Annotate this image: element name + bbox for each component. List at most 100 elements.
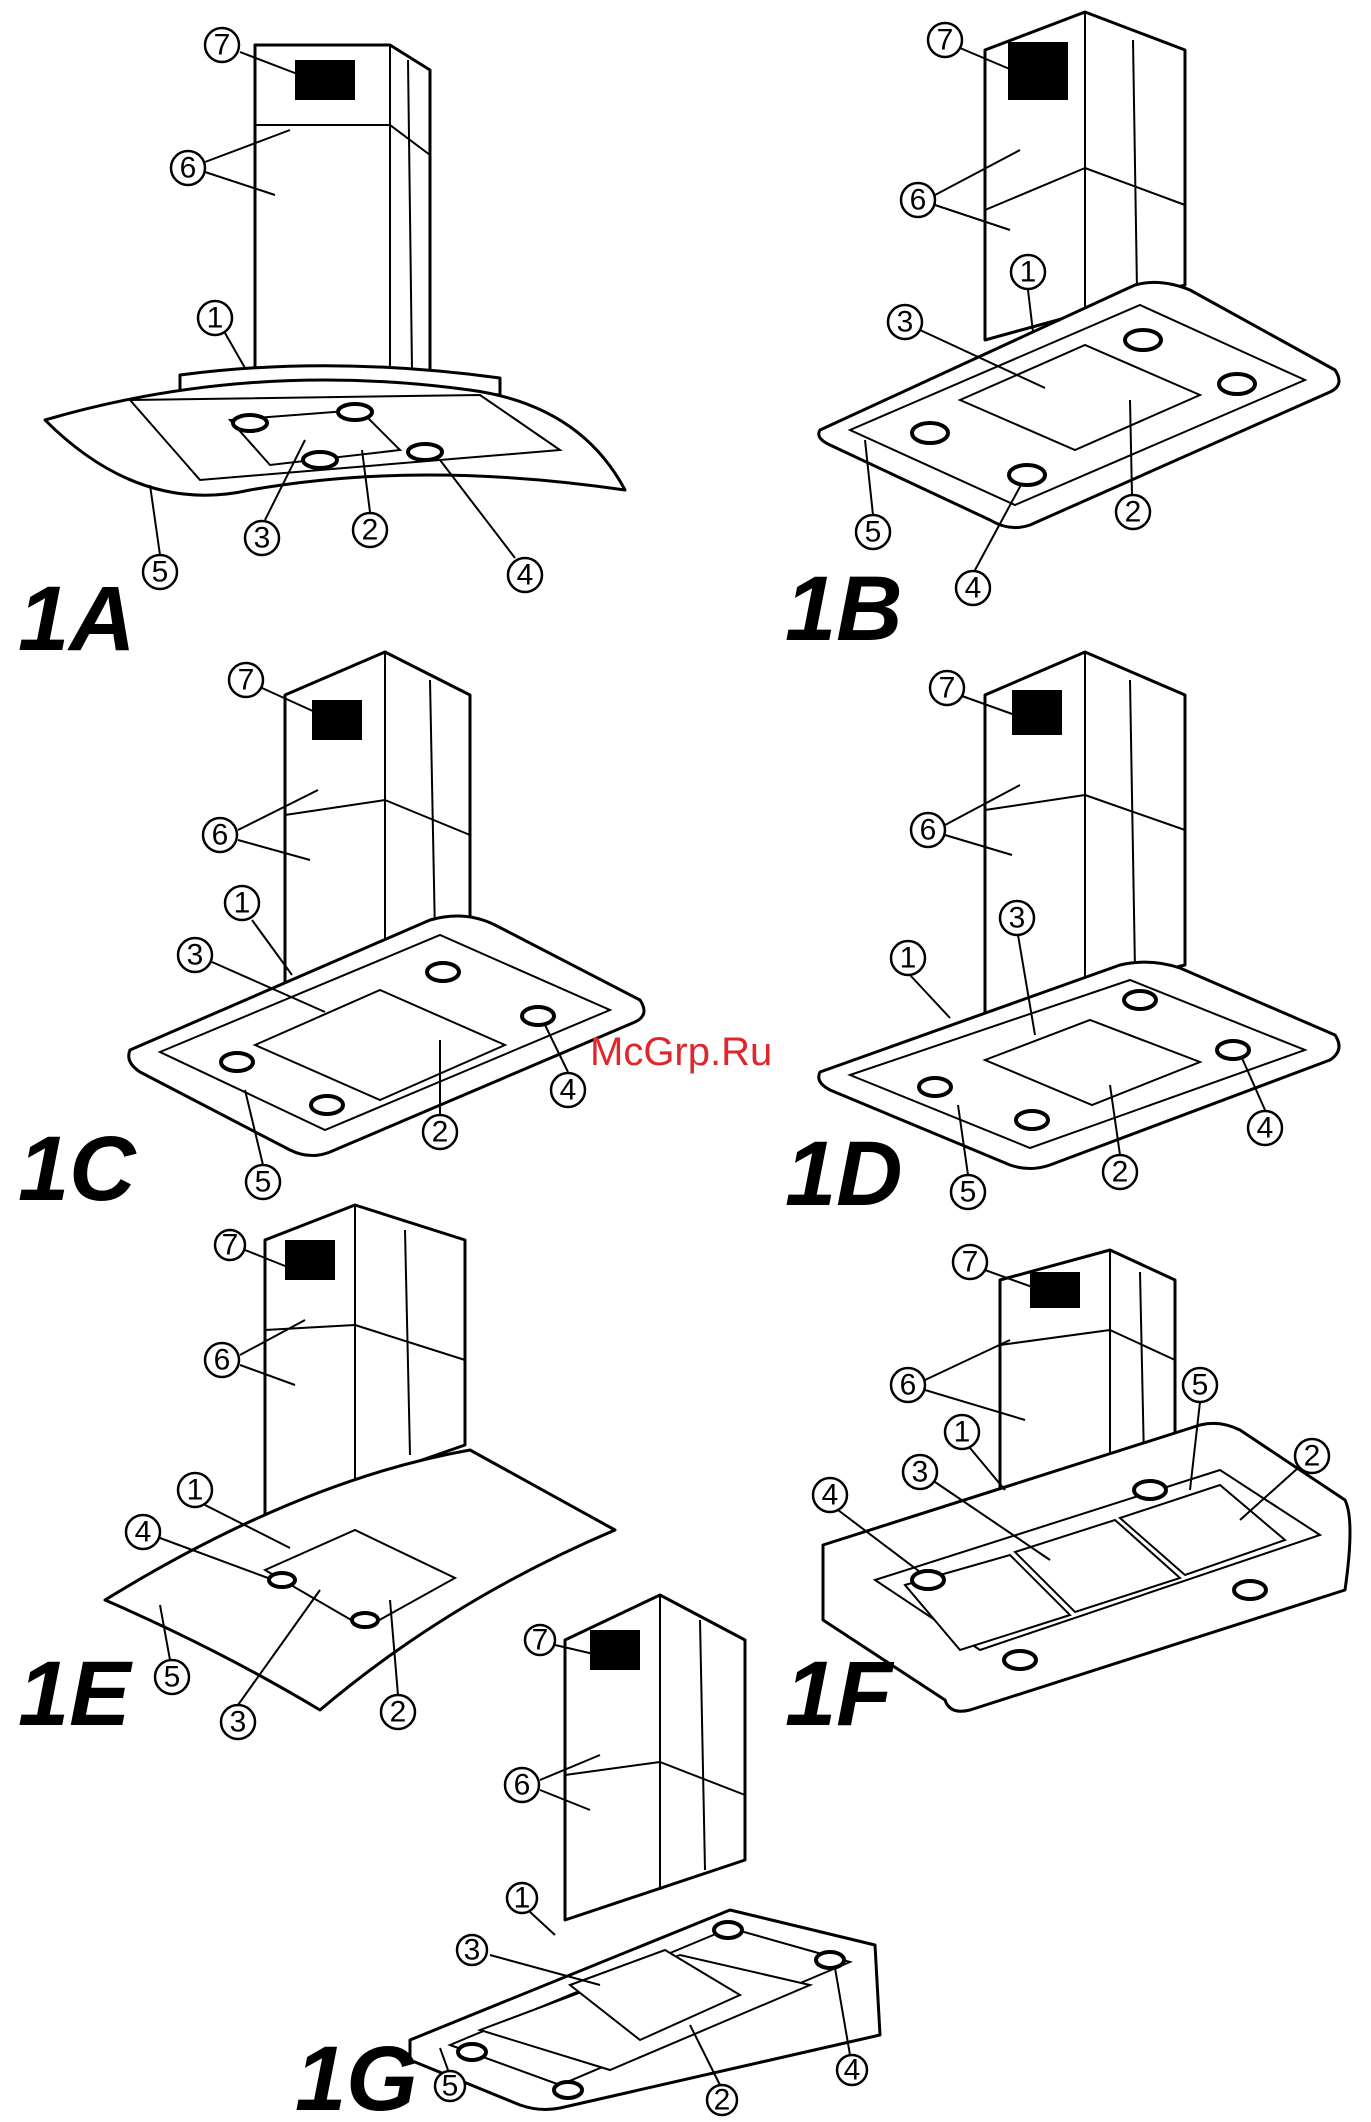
- lamp-1c-3: [427, 963, 459, 981]
- lamp-1f-3: [1134, 1481, 1166, 1499]
- svg-text:7: 7: [937, 24, 954, 57]
- svg-text:7: 7: [238, 664, 255, 697]
- lamp-1g-4: [816, 1952, 844, 1968]
- lamp-1a-4: [408, 444, 442, 460]
- figure-label-1b: 1B: [785, 558, 903, 660]
- svg-text:5: 5: [152, 556, 169, 589]
- svg-text:7: 7: [962, 1246, 979, 1279]
- figure-1d: 7 6 1 3 2 4 5 1D: [785, 652, 1339, 1225]
- svg-text:6: 6: [900, 1369, 917, 1402]
- lamp-1g-2: [554, 2082, 582, 2098]
- svg-text:5: 5: [255, 1166, 272, 1199]
- svg-text:3: 3: [1009, 902, 1026, 935]
- callout-1-1g: 1: [507, 1882, 555, 1936]
- figure-label-1c: 1C: [18, 1118, 137, 1220]
- figure-1f: 7 6 5 1 2 3 4 1F: [785, 1245, 1350, 1745]
- svg-text:7: 7: [222, 1229, 239, 1262]
- lamp-1d-3: [1124, 991, 1156, 1009]
- svg-text:5: 5: [865, 516, 882, 549]
- svg-text:2: 2: [1112, 1156, 1129, 1189]
- svg-text:7: 7: [939, 672, 956, 705]
- lamp-1g-3: [714, 1922, 742, 1938]
- svg-text:4: 4: [822, 1479, 839, 1512]
- svg-text:5: 5: [960, 1176, 977, 1209]
- figure-label-1f: 1F: [785, 1643, 895, 1745]
- vent-grille-1e: [285, 1240, 335, 1280]
- lamp-1e-2: [352, 1613, 378, 1627]
- svg-text:2: 2: [432, 1116, 449, 1149]
- svg-text:6: 6: [212, 819, 229, 852]
- callout-5-1a: 5: [143, 485, 177, 589]
- vent-grille-1a: [295, 60, 355, 100]
- figure-1a: 7 6 1 3 2 4 5 1A: [18, 28, 625, 670]
- svg-text:3: 3: [187, 939, 204, 972]
- lamp-1f-1: [912, 1571, 944, 1589]
- lamp-1b-3: [1125, 330, 1161, 350]
- lamp-1f-4: [1234, 1581, 1266, 1599]
- lamp-1d-2: [1016, 1111, 1048, 1129]
- vent-grille-1f: [1030, 1272, 1080, 1308]
- svg-text:2: 2: [362, 514, 379, 547]
- svg-text:1: 1: [187, 1474, 204, 1507]
- vent-grille-1b: [1008, 42, 1068, 100]
- vent-grille-1d: [1012, 690, 1062, 735]
- lamp-1d-1: [919, 1078, 951, 1096]
- svg-text:4: 4: [135, 1516, 152, 1549]
- lamp-1c-2: [311, 1096, 343, 1114]
- svg-text:4: 4: [1257, 1112, 1274, 1145]
- svg-text:6: 6: [514, 1769, 531, 1802]
- svg-text:1: 1: [207, 302, 224, 335]
- svg-text:3: 3: [230, 1706, 247, 1739]
- svg-text:3: 3: [254, 522, 271, 555]
- svg-text:7: 7: [532, 1624, 549, 1657]
- lamp-1a-2: [338, 404, 372, 420]
- svg-text:5: 5: [1192, 1369, 1209, 1402]
- svg-text:2: 2: [390, 1696, 407, 1729]
- figure-1e: 7 6 1 4 3 2 5 1E: [18, 1205, 615, 1745]
- svg-text:5: 5: [164, 1661, 181, 1694]
- lamp-1a-3: [303, 452, 337, 468]
- figure-label-1g: 1G: [295, 2028, 418, 2122]
- lamp-1e-1: [269, 1573, 295, 1587]
- svg-text:5: 5: [442, 2070, 459, 2103]
- svg-text:4: 4: [560, 1074, 577, 1107]
- callout-1-1d: 1: [891, 941, 950, 1018]
- lamp-1c-1: [221, 1053, 253, 1071]
- lamp-1b-1: [912, 423, 948, 443]
- callout-1-1c: 1: [225, 886, 292, 975]
- svg-text:2: 2: [1304, 1440, 1321, 1473]
- svg-text:6: 6: [214, 1344, 231, 1377]
- svg-text:1: 1: [1020, 256, 1037, 289]
- figure-label-1d: 1D: [785, 1123, 903, 1225]
- svg-text:4: 4: [517, 559, 534, 592]
- svg-text:7: 7: [214, 29, 231, 62]
- svg-text:4: 4: [965, 572, 982, 605]
- vent-grille-1c: [312, 700, 362, 740]
- figure-1b: 7 6 1 3 2 4 5 1B: [785, 12, 1339, 660]
- watermark: McGrp.Ru: [590, 1030, 772, 1074]
- lamp-1c-4: [522, 1007, 554, 1025]
- svg-text:3: 3: [897, 306, 914, 339]
- lamp-1d-4: [1217, 1041, 1249, 1059]
- lamp-1a-1: [233, 415, 267, 431]
- svg-text:6: 6: [180, 152, 197, 185]
- svg-text:1: 1: [234, 887, 251, 920]
- svg-text:1: 1: [954, 1416, 971, 1449]
- vent-grille-1g: [590, 1630, 640, 1670]
- callout-1-1f: 1: [945, 1415, 1005, 1490]
- lamp-1g-1: [458, 2044, 486, 2060]
- callout-1-1a: 1: [198, 301, 245, 368]
- lamp-1f-2: [1004, 1651, 1036, 1669]
- svg-text:4: 4: [844, 2054, 861, 2087]
- svg-text:3: 3: [464, 1934, 481, 1967]
- lamp-1b-4: [1219, 374, 1255, 394]
- figure-label-1e: 1E: [18, 1643, 133, 1745]
- svg-text:2: 2: [714, 2084, 731, 2117]
- figure-1c: 7 6 1 3 2 4 5 1C: [18, 652, 644, 1220]
- svg-text:1: 1: [900, 942, 917, 975]
- svg-text:6: 6: [910, 184, 927, 217]
- svg-text:6: 6: [920, 814, 937, 847]
- svg-text:2: 2: [1125, 496, 1142, 529]
- svg-text:1: 1: [514, 1882, 531, 1915]
